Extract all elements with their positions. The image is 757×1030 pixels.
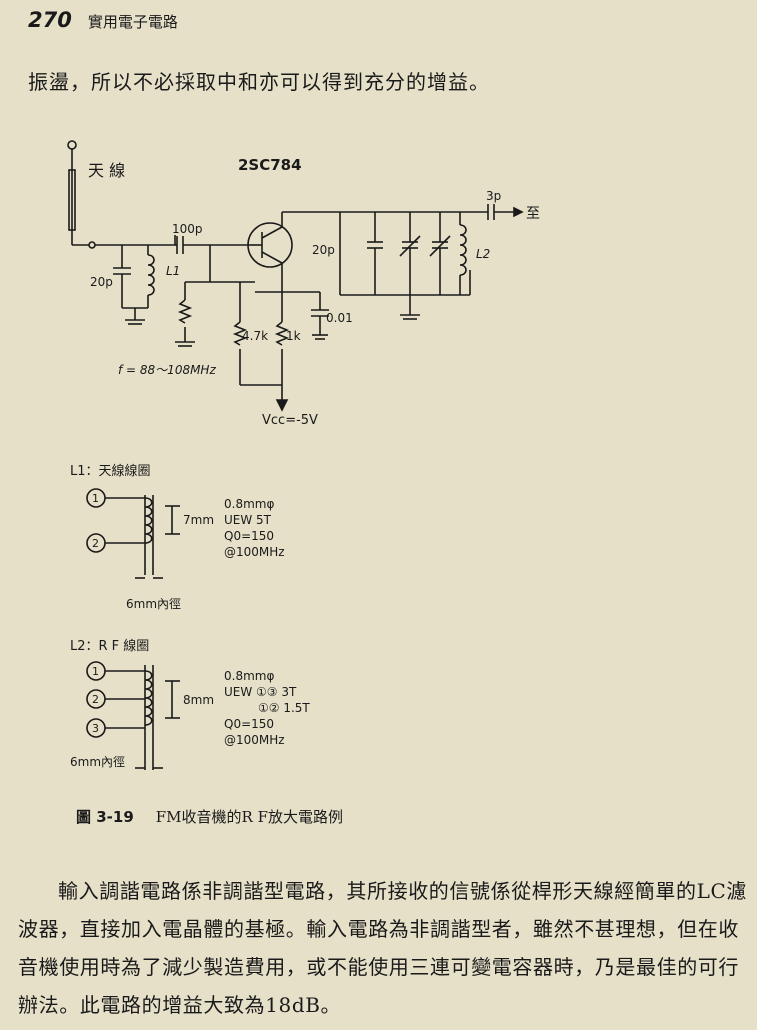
- l1-coil-diameter: 6mm內徑: [126, 597, 181, 611]
- l1-terminal-2: 2: [92, 537, 99, 550]
- body-text: 輸入調諧電路係非調諧型電路，其所接收的信號係從桿形天線經簡單的LC濾波器，直接加…: [18, 879, 747, 1017]
- figure-number: 圖 3-19: [76, 808, 134, 826]
- l2-label: L2: [476, 247, 490, 261]
- l1-spec-2: UEW 5T: [224, 513, 272, 527]
- cap-100p-label: 100p: [172, 222, 203, 236]
- transistor-label: 2SC784: [238, 156, 302, 174]
- l1-coil-height: 7mm: [183, 513, 214, 527]
- figure-caption: 圖 3-19 FM收音機的R F放大電路例: [76, 806, 343, 827]
- res-1k-label: 1k: [286, 329, 301, 343]
- l1-terminal-1: 1: [92, 492, 99, 505]
- l2-spec-3: ①② 1.5T: [258, 701, 310, 715]
- l2-coil-title: L2：R F 線圈: [70, 638, 149, 654]
- cap-001-label: 0.01: [326, 311, 353, 325]
- figure-title: FM收音機的R F放大電路例: [155, 808, 344, 826]
- output-label: 至下一級: [526, 206, 540, 222]
- l1-spec-1: 0.8mmφ: [224, 497, 274, 511]
- l2-terminal-2: 2: [92, 693, 99, 706]
- l2-spec-4: Q0=150: [224, 717, 274, 731]
- l1-spec-4: @100MHz: [224, 545, 285, 559]
- page-number: 270: [28, 8, 72, 32]
- vcc-label: Vcc=-5V: [262, 413, 318, 428]
- l2-coil-height: 8mm: [183, 693, 214, 707]
- l2-terminal-3: 3: [92, 722, 99, 735]
- page-header: 270 實用電子電路: [28, 8, 178, 32]
- top-paragraph: 振盪，所以不必採取中和亦可以得到充分的增益。: [28, 70, 490, 94]
- res-47k-label: 4.7k: [242, 329, 268, 343]
- l1-coil-title: L1：天線線圈: [70, 463, 151, 479]
- cap-20p-right-label: 20p: [312, 243, 335, 257]
- frequency-label: f = 88～108MHz: [118, 363, 216, 377]
- l2-spec-5: @100MHz: [224, 733, 285, 747]
- circuit-figure: 天 線 2SC784 至下一級 100p 20p 20p 3p 0.01 4.7…: [67, 140, 540, 770]
- cap-3p-label: 3p: [486, 189, 501, 203]
- l2-terminal-1: 1: [92, 665, 99, 678]
- book-title: 實用電子電路: [87, 13, 178, 31]
- l2-coil-diameter: 6mm內徑: [70, 755, 125, 769]
- l2-spec-1: 0.8mmφ: [224, 669, 274, 683]
- l2-spec-2: UEW ①③ 3T: [224, 685, 297, 699]
- cap-20p-left-label: 20p: [90, 275, 113, 289]
- body-paragraph: 輸入調諧電路係非調諧型電路，其所接收的信號係從桿形天線經簡單的LC濾波器，直接加…: [18, 872, 748, 1024]
- antenna-label: 天 線: [88, 161, 125, 180]
- l1-label: L1: [166, 264, 180, 278]
- l1-spec-3: Q0=150: [224, 529, 274, 543]
